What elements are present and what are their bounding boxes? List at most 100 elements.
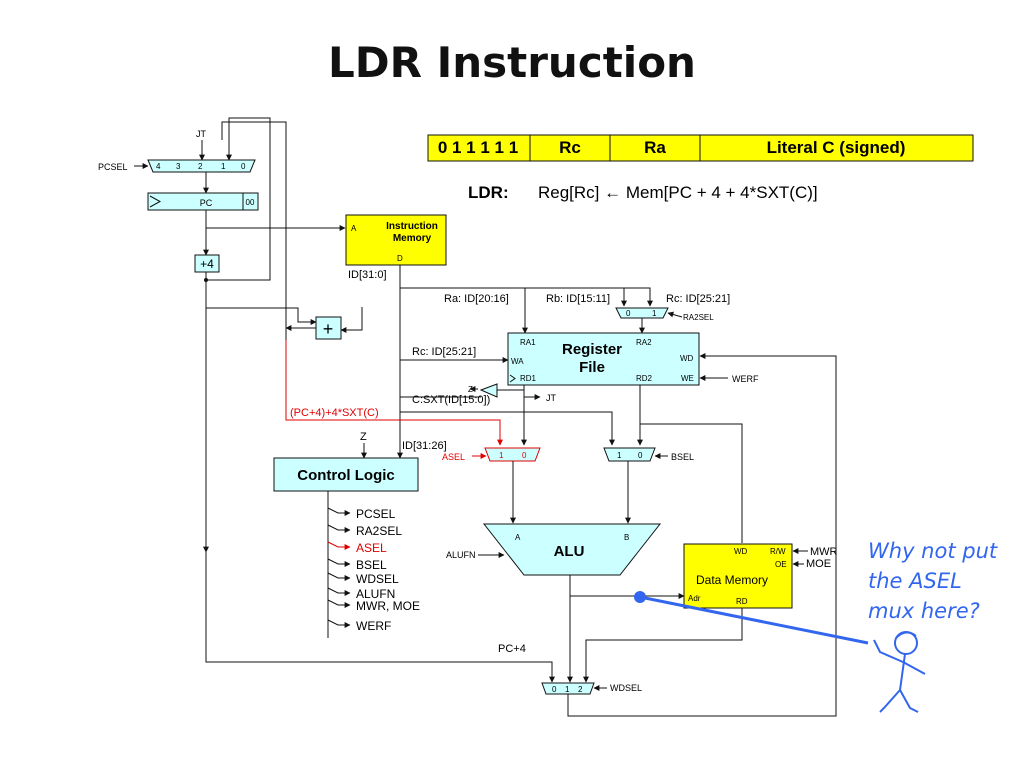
alu-input-b: B bbox=[624, 533, 629, 542]
pcsel-input-4: 4 bbox=[156, 162, 161, 171]
dmem-mwr: MWR bbox=[810, 546, 838, 558]
jt-label: JT bbox=[546, 393, 557, 403]
svg-text:ALUFN: ALUFN bbox=[356, 587, 395, 601]
regfile-ra1: RA1 bbox=[520, 338, 536, 347]
imem-output-label: ID[31:0] bbox=[348, 269, 387, 281]
pc-register: PC 00 bbox=[147, 192, 259, 211]
regfile-wa: WA bbox=[511, 357, 524, 366]
plus4-label: +4 bbox=[200, 257, 214, 271]
field-rc-wa: Rc: ID[25:21] bbox=[412, 346, 476, 358]
ra2sel-input-0: 0 bbox=[626, 309, 631, 318]
pcsel-input-1: 1 bbox=[221, 162, 226, 171]
pcsel-input-2: 2 bbox=[198, 162, 203, 171]
pcsel-input-0: 0 bbox=[241, 162, 246, 171]
annotation-line-3: mux here? bbox=[868, 599, 980, 623]
data-memory: Data Memory WD R/W OE Adr RD bbox=[683, 543, 793, 609]
svg-text:BSEL: BSEL bbox=[356, 558, 387, 572]
pcsel-input-3: 3 bbox=[176, 162, 181, 171]
thinking-figure bbox=[873, 631, 926, 713]
imem-title-1: Instruction bbox=[386, 221, 438, 232]
dmem-rw: R/W bbox=[770, 547, 786, 556]
encoding-ra: Ra bbox=[644, 138, 666, 157]
alufn-label: ALUFN bbox=[446, 550, 476, 560]
control-signal-alufn: ALUFN bbox=[327, 587, 395, 601]
regfile-ra2: RA2 bbox=[636, 338, 652, 347]
svg-text:RA2SEL: RA2SEL bbox=[356, 524, 402, 538]
asel-input-1: 1 bbox=[499, 451, 504, 460]
wdsel-pc4-label: PC+4 bbox=[498, 643, 526, 655]
equation-text: Reg[Rc] ← Mem[PC + 4 + 4*SXT(C)] bbox=[538, 183, 818, 202]
field-rb: Rb: ID[15:11] bbox=[546, 293, 610, 305]
control-signal-mwr-moe: MWR, MOE bbox=[327, 599, 420, 613]
encoding-literal: Literal C (signed) bbox=[767, 138, 906, 157]
pcsel-jt-label: JT bbox=[196, 129, 207, 139]
annotation-pointer-line bbox=[639, 595, 869, 645]
ra2sel-input-1: 1 bbox=[652, 309, 657, 318]
instruction-memory: Instruction Memory A D bbox=[345, 214, 447, 266]
dmem-adr: Adr bbox=[688, 594, 701, 603]
dmem-wd: WD bbox=[734, 547, 748, 556]
control-signal-bsel: BSEL bbox=[327, 558, 387, 572]
svg-text:WERF: WERF bbox=[356, 619, 391, 633]
field-sxt: C:SXT(ID[15:0]) bbox=[412, 394, 490, 406]
regfile-rd1: RD1 bbox=[520, 374, 537, 383]
alu-input-a: A bbox=[515, 533, 521, 542]
asel-label: ASEL bbox=[442, 452, 465, 462]
wdsel-label: WDSEL bbox=[610, 683, 642, 693]
control-signals: PCSEL RA2SEL ASEL BSEL WDSEL ALUFN bbox=[327, 507, 420, 633]
bsel-mux: 1 0 BSEL bbox=[603, 447, 694, 462]
dmem-moe: MOE bbox=[806, 558, 831, 570]
pc-label: PC bbox=[200, 198, 213, 208]
bsel-input-1: 1 bbox=[617, 451, 622, 460]
bsel-input-0: 0 bbox=[638, 451, 643, 460]
imem-port-a: A bbox=[351, 224, 357, 233]
instruction-encoding: 0 1 1 1 1 1 Rc Ra Literal C (signed) bbox=[427, 134, 974, 162]
control-logic: Control Logic bbox=[273, 457, 419, 492]
control-z-label: Z bbox=[360, 431, 367, 443]
regfile-title-2: File bbox=[579, 359, 605, 376]
dmem-rd: RD bbox=[736, 597, 748, 606]
svg-text:MWR, MOE: MWR, MOE bbox=[356, 599, 420, 613]
annotation-pointer-dot bbox=[634, 591, 646, 603]
wdsel-mux: 0 1 2 WDSEL bbox=[541, 682, 642, 695]
alu: ALU A B bbox=[482, 523, 662, 576]
adder-label: + bbox=[323, 319, 334, 339]
field-rc-top: Rc: ID[25:21] bbox=[666, 293, 730, 305]
annotation-line-2: the ASEL bbox=[868, 569, 962, 593]
regfile-rd2: RD2 bbox=[636, 374, 653, 383]
asel-mux: 1 0 ASEL bbox=[442, 447, 541, 462]
register-file: Register File RA1 RA2 WA WD RD1 RD2 WE bbox=[507, 332, 700, 386]
annotation-line-1: Why not put bbox=[868, 539, 998, 563]
field-opcode: ID[31:26] bbox=[402, 440, 447, 452]
regfile-we: WE bbox=[681, 374, 694, 383]
alu-title: ALU bbox=[554, 543, 585, 560]
imem-title-2: Memory bbox=[393, 233, 432, 244]
control-signal-werf: WERF bbox=[327, 619, 391, 633]
wdsel-input-0: 0 bbox=[552, 685, 557, 694]
control-title: Control Logic bbox=[297, 467, 395, 484]
imem-port-d: D bbox=[397, 254, 403, 263]
ra2sel-label: RA2SEL bbox=[683, 313, 714, 322]
svg-text:WDSEL: WDSEL bbox=[356, 572, 399, 586]
control-signal-asel: ASEL bbox=[327, 541, 387, 555]
svg-text:PCSEL: PCSEL bbox=[356, 507, 396, 521]
dmem-oe: OE bbox=[775, 560, 787, 569]
field-branch: (PC+4)+4*SXT(C) bbox=[290, 407, 379, 419]
wdsel-input-1: 1 bbox=[565, 685, 570, 694]
pcsel-mux: 4 3 2 1 0 PCSEL JT bbox=[98, 129, 256, 173]
bsel-label: BSEL bbox=[671, 452, 694, 462]
asel-input-0: 0 bbox=[522, 451, 527, 460]
control-signal-ra2sel: RA2SEL bbox=[327, 524, 402, 538]
equation-label: LDR: bbox=[468, 183, 509, 202]
ra2sel-mux: 0 1 RA2SEL bbox=[615, 307, 714, 322]
dmem-title: Data Memory bbox=[696, 573, 768, 587]
control-signal-pcsel: PCSEL bbox=[327, 507, 396, 521]
pcsel-label: PCSEL bbox=[98, 162, 128, 172]
svg-text:ASEL: ASEL bbox=[356, 541, 387, 555]
regfile-wd: WD bbox=[680, 354, 694, 363]
encoding-opcode: 0 1 1 1 1 1 bbox=[438, 138, 518, 157]
annotation: Why not put the ASEL mux here? bbox=[634, 539, 998, 713]
control-signal-wdsel: WDSEL bbox=[327, 572, 399, 586]
slide-title: LDR Instruction bbox=[328, 38, 696, 87]
